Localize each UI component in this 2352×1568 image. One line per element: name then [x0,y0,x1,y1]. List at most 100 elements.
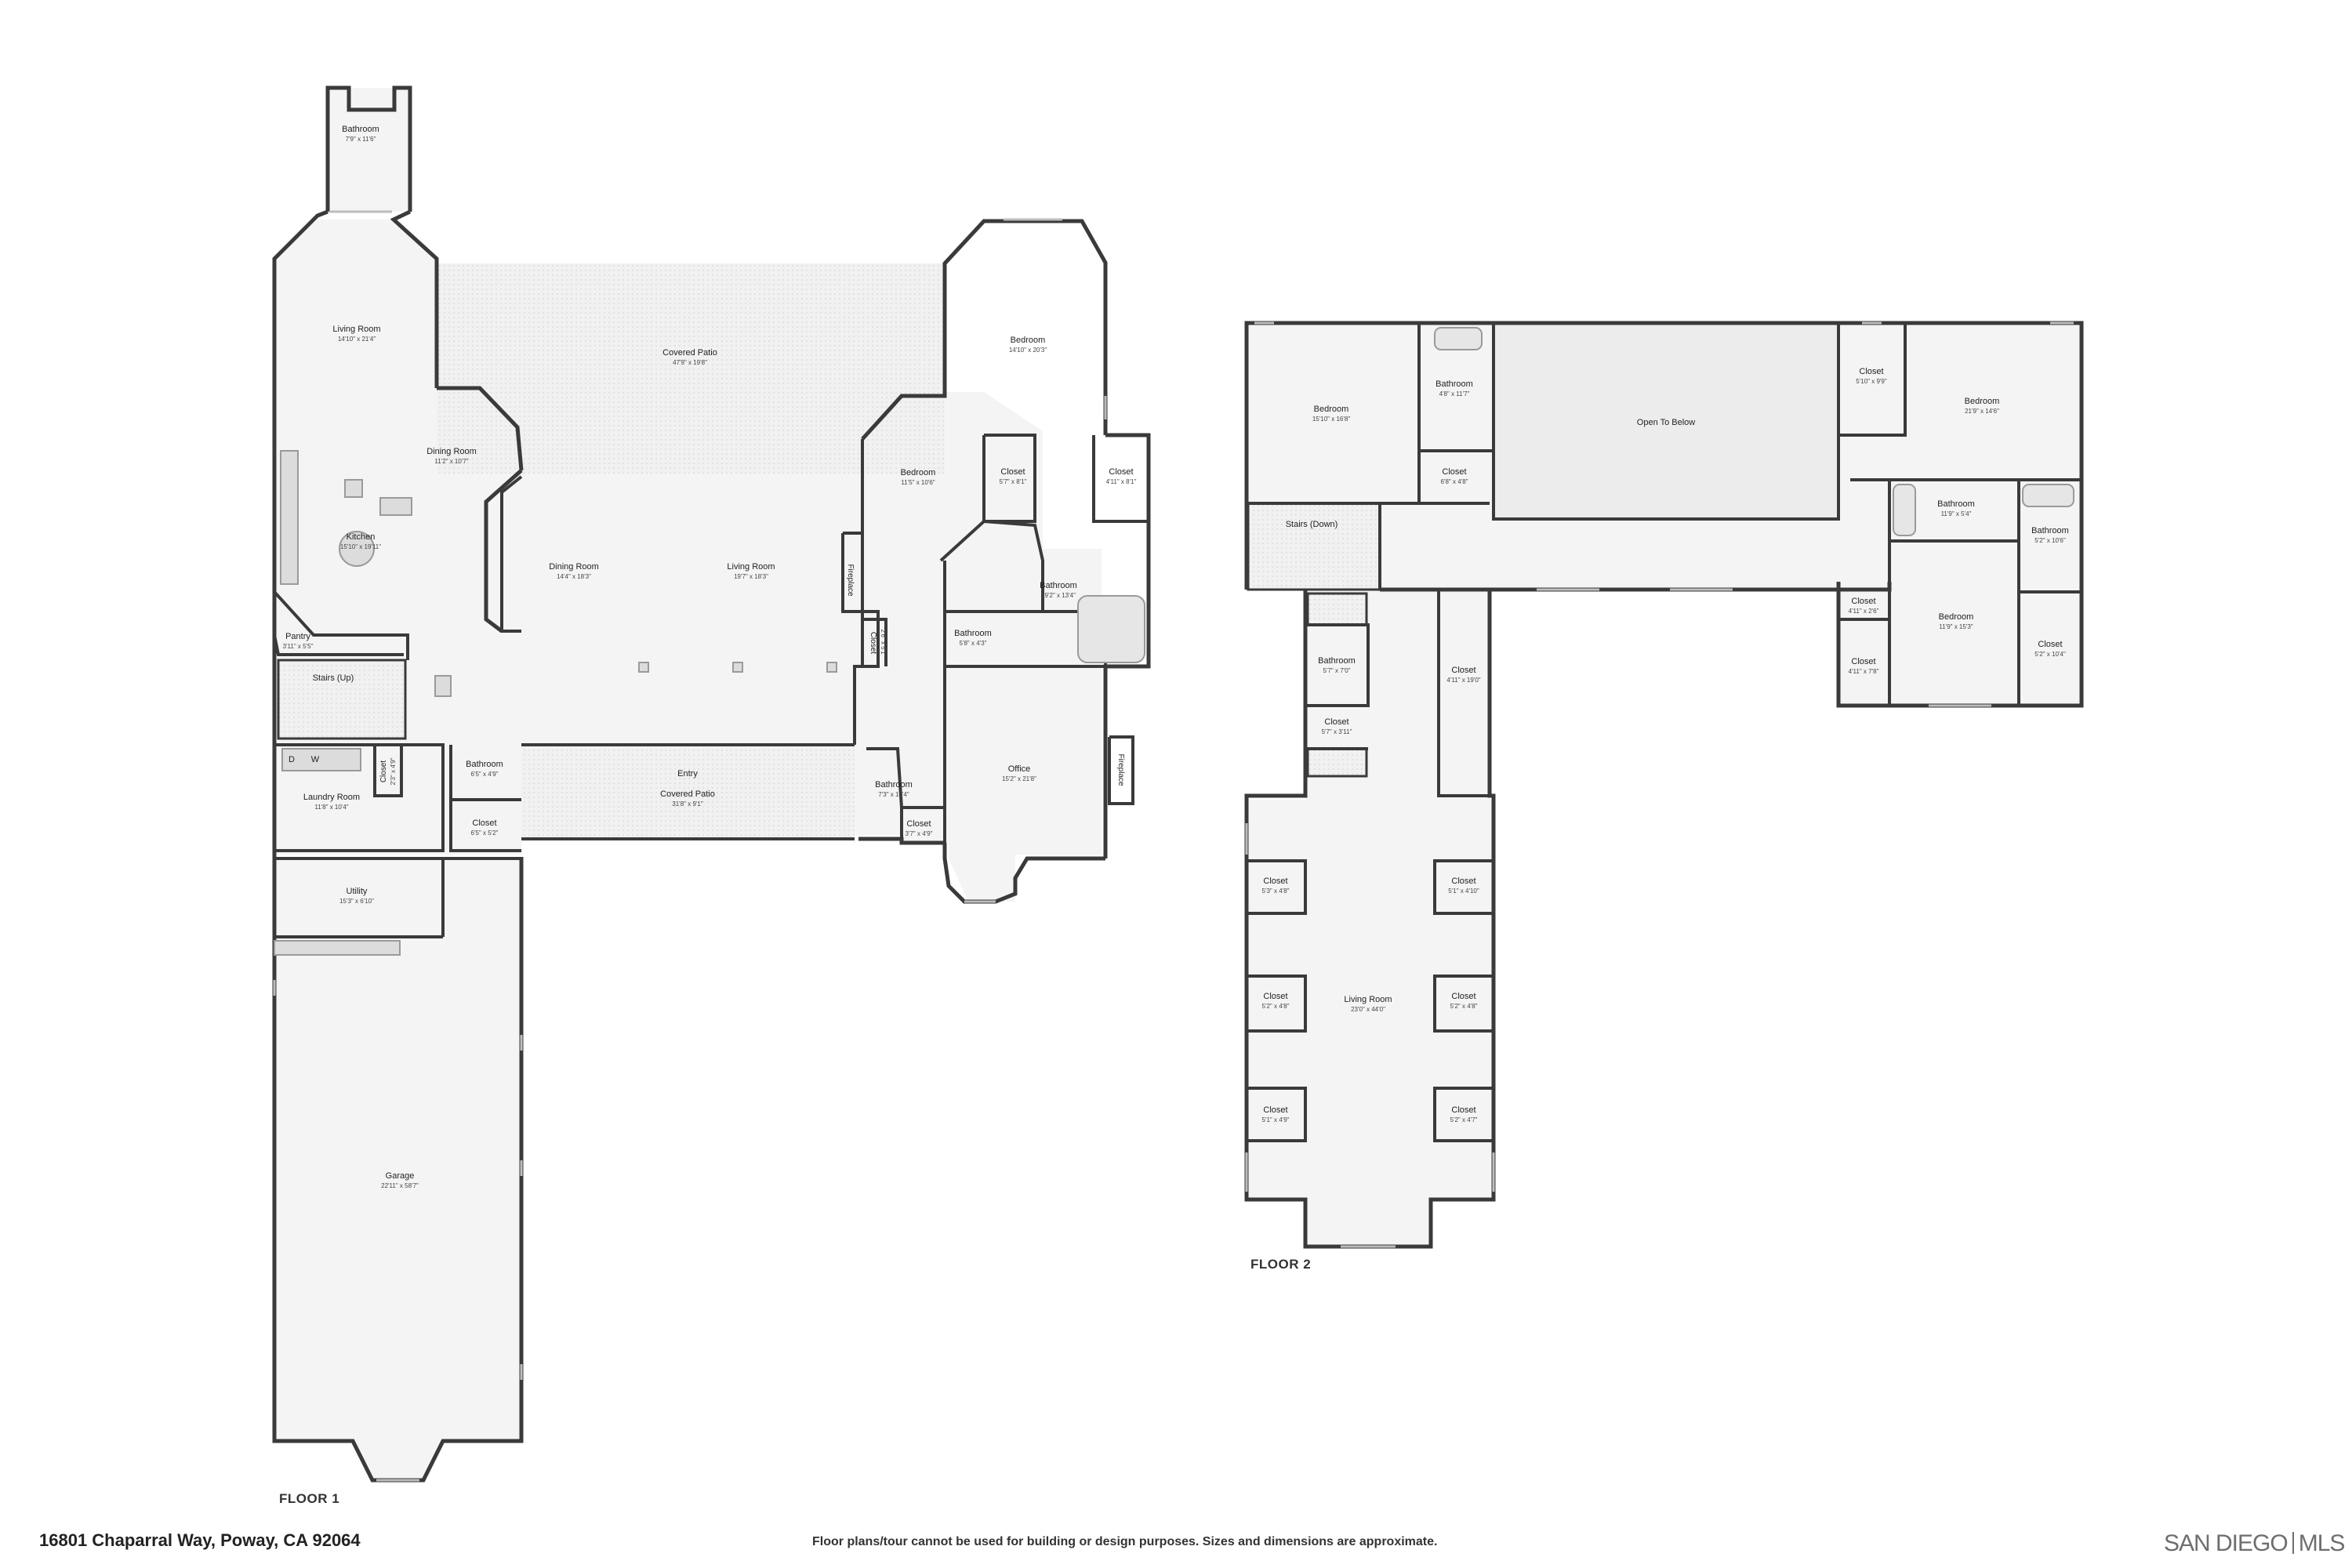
room-label: Closet [379,760,388,783]
room-dims: 23'0" x 44'0" [1351,1006,1385,1013]
floor1-wall-east [1103,433,1151,858]
room-label: Living Room [727,562,775,572]
room-dims: 5'10" x 9'9" [1856,378,1887,385]
room-dims: 5'3" x 4'8" [1262,887,1290,895]
room-dims: 6'5" x 5'2" [471,829,499,837]
floor2-iwall-closet7 [1433,859,1494,915]
room-label: Closet [1263,877,1287,886]
floor2-open-below [1494,325,1838,519]
room-label: Entry [677,769,698,779]
floor2-wall-outer-top [1244,321,2084,708]
floor1-fill-bath-top [328,88,410,212]
room-dims: 3'7" x 4'9" [906,830,933,837]
floor1-wall-north-lr [390,209,439,388]
floor2-tub [1434,327,1483,350]
room-dims: 4'11" x 8'1" [1106,478,1137,485]
room-dims: 19'7" x 18'3" [734,573,768,580]
room-dims: 5'1" x 4'9" [1262,1116,1290,1123]
room-dims: 11'9" x 15'3" [1939,623,1973,630]
room-label: Covered Patio [662,348,717,358]
room-label: Living Room [1344,995,1392,1004]
floor2-iwall-long-closet [1437,590,1490,797]
floor2-stairs-b [1306,592,1368,626]
kitchen-sink [379,497,412,516]
fireplace-label: Fireplace [1116,753,1125,786]
room-label: Closet [1109,467,1133,477]
room-dims: 4'11" x 7'8" [1849,668,1879,675]
room-label: Garage [386,1171,415,1181]
dryer-label: D [289,755,295,764]
fireplace-hearth [434,675,452,697]
room-dims: 11'9" x 5'4" [1941,510,1972,517]
column [732,662,743,673]
floor1-patio-front [521,745,855,839]
floor1-wall-bath-top [325,85,412,212]
room-dims: 15'2" x 21'8" [1002,775,1036,782]
room-label: Closet [1451,992,1475,1001]
floor2-iwall-closet11 [1433,1087,1494,1142]
room-label: Dining Room [426,447,477,456]
floor1-iwall-kitchen [273,590,409,660]
room-label: Bathroom [875,780,913,789]
room-dims: 11'2" x 10'7" [434,458,468,465]
floor1-wall-west-upper [272,209,328,737]
logo-divider [2292,1532,2294,1554]
san-diego-mls-logo: SAN DIEGO MLS [2164,1530,2346,1557]
room-dims: 15'3" x 6'10" [339,898,374,905]
floor2-iwall-closet9 [1433,975,1494,1033]
laundry-appliances [281,748,361,771]
logo-text-left: SAN DIEGO [2164,1530,2288,1556]
room-dims: 5'7" x 3'11" [1322,728,1352,735]
room-dims: 15'10" x 16'8" [1312,416,1350,423]
floor2-tub [2022,484,2074,507]
floor1-iwall-pantry [273,634,404,656]
room-dims: 6'8" x 4'8" [1441,478,1468,485]
floor1-stairs [277,659,407,740]
room-label: Living Room [332,325,380,334]
room-label: Bedroom [1011,336,1046,345]
floor1-iwall-laundry [274,743,445,852]
room-label: Bedroom [901,468,936,477]
room-dims: 15'10" x 19'11" [340,543,381,550]
floor1-patio-rear [437,263,945,474]
room-label: Closet [1851,657,1875,666]
room-dims: 14'10" x 21'4" [338,336,376,343]
room-dims: 22'11" x 58'7" [381,1182,419,1189]
room-dims: 11'8" x 10'4" [314,804,348,811]
room-dims: 6'5" x 4'9" [471,771,499,778]
washer-label: W [311,755,320,764]
room-label: Bathroom [1937,499,1975,509]
room-label: Office [1008,764,1031,774]
fireplace-label: Fireplace [846,564,855,597]
kitchen-island [339,531,375,567]
room-label: Closet [1000,467,1025,477]
room-dims: 31'8" x 9'1" [672,800,703,808]
room-dims: 47'9" x 19'8" [673,359,707,366]
room-label: Bedroom [1965,397,2000,406]
room-label: Closet [1451,1105,1475,1115]
floor-2-plan: Bedroom 15'10" x 16'8" Bathroom 4'8" x 1… [1244,321,2084,1249]
room-label: Bedroom [1314,405,1349,414]
floor1-iwall-living-center [500,475,523,633]
floor1-iwall-bath-master [943,610,1107,668]
floor2-stairs-c [1306,747,1368,778]
room-label: Bathroom [1436,379,1473,389]
room-label: Closet [1263,992,1287,1001]
floor1-iwall-closet-small [862,618,887,666]
floor-1-plan: Bathroom 7'9" x 11'6" Living Room 14'10"… [272,85,1151,1483]
logo-text-right: MLS [2298,1530,2346,1556]
room-dims: 4'11" x 19'0" [1446,677,1480,684]
room-label: Closet [1451,666,1475,675]
floor2-iwall-closet8 [1247,975,1307,1033]
room-label: Closet [1263,1105,1287,1115]
room-dims: 5'2" x 4'8" [1450,1003,1478,1010]
room-label: Kitchen [347,532,376,542]
floor-2-title: FLOOR 2 [1250,1257,1312,1272]
floor1-wall-patio-back [484,469,523,633]
floor2-iwall-stairs-top [1247,502,1381,590]
room-dims: 4'8" x 11'7" [1439,390,1470,397]
kitchen-range [344,479,363,498]
room-dims: 19'2" x 13'4" [1041,592,1076,599]
floor1-iwall-laundry-closet [373,745,403,797]
room-label: Closet [1442,467,1466,477]
